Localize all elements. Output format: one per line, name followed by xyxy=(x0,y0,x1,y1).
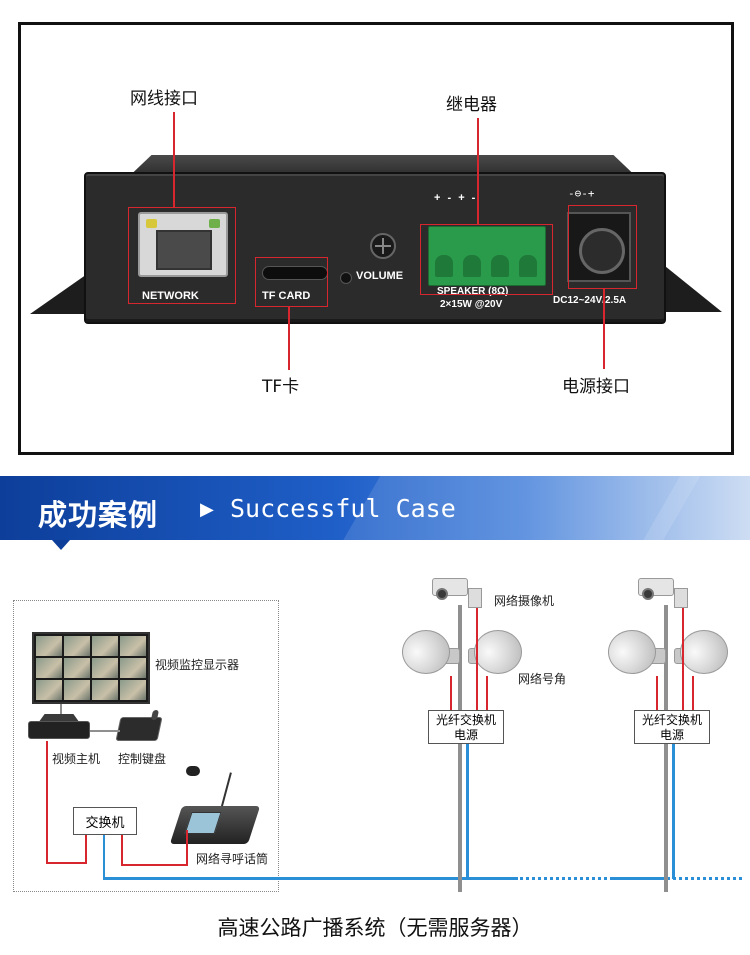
fiber-trunk xyxy=(103,877,515,880)
device-top-edge xyxy=(130,155,635,175)
fiber-box-line2: 电源 xyxy=(659,728,684,742)
dvr-icon xyxy=(28,721,90,739)
mic-head xyxy=(186,766,200,776)
camera-lens-1 xyxy=(436,588,448,600)
volume-label: VOLUME xyxy=(356,270,404,282)
fiber-switch-box-2: 光纤交换机 电源 xyxy=(634,710,710,744)
wire-red xyxy=(656,676,658,711)
rj45-port-icon xyxy=(138,212,228,277)
pole-2 xyxy=(664,605,668,892)
relay-polarity-marks: + - + - xyxy=(434,192,478,204)
wire-switch-mic-v xyxy=(186,830,188,866)
network-callout-line xyxy=(173,112,175,208)
switch-label: 交换机 xyxy=(85,815,125,831)
wire-dvr-switch-v xyxy=(85,835,87,864)
diagram-caption: 高速公路广播系统（无需服务器） xyxy=(217,916,533,940)
wire-red xyxy=(692,676,694,711)
camera-mount-1 xyxy=(468,588,482,608)
switch-box: 交换机 xyxy=(73,807,137,835)
horn-speaker-icon xyxy=(474,630,522,674)
relay-callout-line xyxy=(477,118,479,225)
network-label: NETWORK xyxy=(142,290,199,302)
control-keyboard-icon xyxy=(115,717,163,741)
power-port-callout: 电源接口 xyxy=(562,377,630,397)
tf-callout-line xyxy=(288,307,290,370)
horn-speaker-icon xyxy=(680,630,728,674)
fiber-trunk-dotted-2 xyxy=(662,877,742,880)
pole-1 xyxy=(458,605,462,892)
speaker-terminal-block xyxy=(428,226,546,286)
relay-callout: 继电器 xyxy=(446,95,497,115)
wire-switch-mic-h xyxy=(121,864,187,866)
dc-power-jack-icon xyxy=(567,212,631,282)
control-room-group xyxy=(13,600,279,892)
dc-polarity-symbol: -⊖-+ xyxy=(568,187,595,200)
relay-callout-box xyxy=(420,224,553,295)
horn-label: 网络号角 xyxy=(518,672,567,686)
pole-2-fiber xyxy=(672,744,675,879)
horn-speaker-icon xyxy=(608,630,656,674)
fiber-trunk-2 xyxy=(612,877,662,880)
mic-label: 网络寻呼话筒 xyxy=(196,852,269,866)
wire-switch-mic xyxy=(121,835,123,865)
network-port-callout: 网线接口 xyxy=(130,89,198,109)
wire-red xyxy=(486,676,488,711)
wire-red xyxy=(476,608,478,711)
tf-card-label: TF CARD xyxy=(262,290,311,302)
camera-label: 网络摄像机 xyxy=(494,594,555,608)
terminal-screw xyxy=(519,255,537,277)
fiber-box-line1: 光纤交换机 xyxy=(641,713,702,727)
banner-subtitle: Successful Case xyxy=(230,494,456,523)
terminal-screw xyxy=(491,255,509,277)
power-callout-line xyxy=(603,289,605,369)
host-label: 视频主机 xyxy=(52,752,101,766)
dvr-keyboard-cable xyxy=(90,730,120,732)
banner-title: 成功案例 xyxy=(38,498,159,532)
monitor-label: 视频监控显示器 xyxy=(155,658,240,672)
dvr-top xyxy=(38,714,80,722)
pole-1-fiber xyxy=(466,744,469,879)
dc-rating-label: DC12~24V/2.5A xyxy=(553,295,627,306)
link-led-green xyxy=(209,219,220,228)
link-led-yellow xyxy=(146,219,157,228)
camera-lens-2 xyxy=(642,588,654,600)
tf-callout-box xyxy=(255,257,328,307)
banner-pointer xyxy=(52,540,70,550)
fiber-box-line2: 电源 xyxy=(453,728,478,742)
play-arrow-icon: ▶ xyxy=(200,499,214,520)
rj45-socket xyxy=(156,230,212,270)
volume-knob-icon xyxy=(370,233,396,259)
fiber-trunk-dotted xyxy=(515,877,613,880)
wire-red xyxy=(682,608,684,711)
network-callout-box xyxy=(128,207,236,304)
tf-indicator xyxy=(340,272,352,284)
section-banner xyxy=(0,476,750,540)
fiber-switch-box-1: 光纤交换机 电源 xyxy=(428,710,504,744)
speaker-label: SPEAKER (8Ω) xyxy=(437,286,509,297)
wire-red xyxy=(450,676,452,711)
monitor-cable xyxy=(60,704,62,716)
keyboard-label: 控制键盘 xyxy=(118,752,167,766)
fiber-box-line1: 光纤交换机 xyxy=(435,713,496,727)
terminal-screw xyxy=(463,255,481,277)
power-callout-box xyxy=(568,205,637,289)
camera-mount-2 xyxy=(674,588,688,608)
wire-dvr-switch xyxy=(46,741,48,863)
wire-dvr-switch-h xyxy=(46,862,86,864)
terminal-screw xyxy=(435,255,453,277)
tf-card-callout: TF卡 xyxy=(262,377,300,397)
horn-speaker-icon xyxy=(402,630,450,674)
video-wall-icon xyxy=(32,632,150,704)
fiber-switch-down xyxy=(103,835,105,879)
speaker-power-label: 2×15W @20V xyxy=(440,299,503,310)
